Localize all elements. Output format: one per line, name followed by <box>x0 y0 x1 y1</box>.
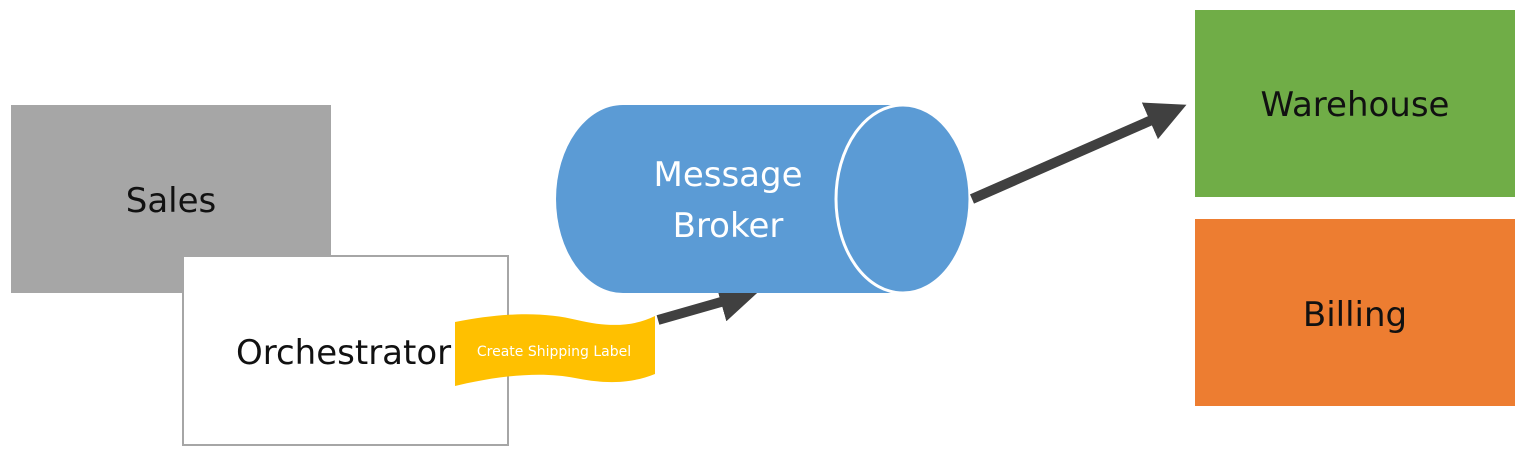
message-broker-end-cap <box>834 103 972 295</box>
sales-label: Sales <box>126 181 217 221</box>
billing-label: Billing <box>1303 295 1407 335</box>
message-broker-label-line2: Broker <box>673 206 784 246</box>
arrow-message-to-broker <box>656 282 760 325</box>
create-shipping-label-message: Create Shipping Label <box>455 314 655 386</box>
message-label: Create Shipping Label <box>477 344 631 360</box>
orchestrator-node: Orchestrator <box>182 255 509 446</box>
message-broker-node: Message Broker <box>556 103 972 295</box>
orchestrator-box <box>182 255 509 446</box>
orchestrator-label: Orchestrator <box>236 333 451 373</box>
arrow-broker-to-warehouse <box>969 102 1187 204</box>
billing-box <box>1195 219 1515 406</box>
warehouse-node: Warehouse <box>1195 10 1515 197</box>
billing-node: Billing <box>1195 219 1515 406</box>
message-banner-shape <box>455 314 655 386</box>
sales-node: Sales <box>11 105 331 293</box>
message-broker-label-line1: Message <box>653 155 802 195</box>
warehouse-box <box>1195 10 1515 197</box>
warehouse-label: Warehouse <box>1261 85 1450 125</box>
